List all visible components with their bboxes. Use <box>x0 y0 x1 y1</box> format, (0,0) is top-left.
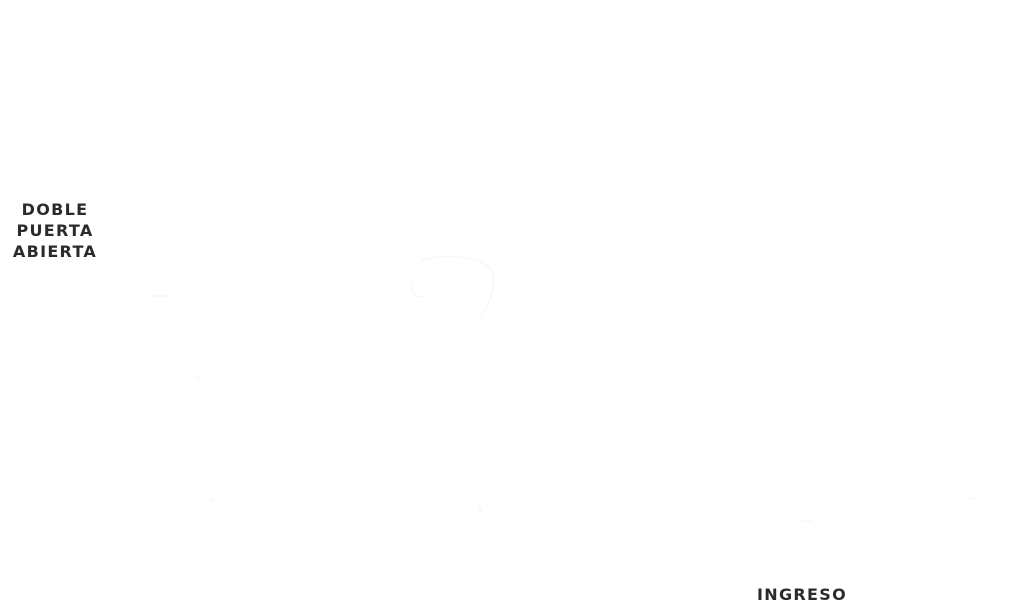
door-label: DOBLE PUERTA ABIERTA <box>4 199 106 262</box>
door-label-line-3: ABIERTA <box>12 242 98 261</box>
entrance-label: INGRESO <box>757 585 847 604</box>
door-label-line-1: DOBLE <box>21 200 89 219</box>
door-label-line-2: PUERTA <box>16 221 94 240</box>
